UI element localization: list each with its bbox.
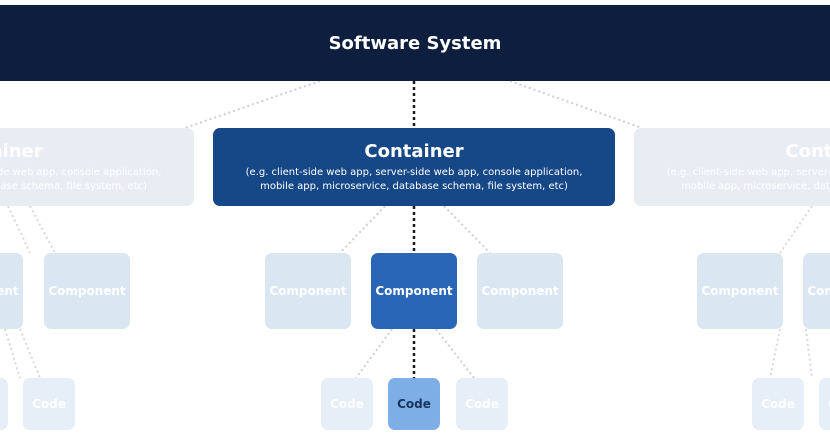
connector-lcomp-code1	[4, 328, 21, 379]
component-box-left-2[interactable]: Component	[44, 253, 130, 329]
container-box-right[interactable]: Container (e.g. client-side web app, ser…	[634, 128, 830, 206]
component-box-right-2[interactable]: Component	[803, 253, 830, 329]
code-label: Code	[397, 397, 431, 411]
connector-ccomp-code-left	[355, 328, 393, 379]
component-label: Component	[0, 284, 19, 298]
connector-rc-comp1	[779, 205, 813, 254]
software-system-box[interactable]: Software System	[0, 5, 830, 81]
code-box-center-active[interactable]: Code	[388, 378, 440, 430]
container-box-left[interactable]: Container (e.g. client-side web app, ser…	[0, 128, 194, 206]
code-label: Code	[330, 397, 364, 411]
component-label: Component	[701, 284, 779, 298]
component-label: Component	[269, 284, 347, 298]
component-box-center-left[interactable]: Component	[265, 253, 351, 329]
code-label: Code	[828, 397, 830, 411]
code-label: Code	[761, 397, 795, 411]
container-desc-left-1: (e.g. client-side web app, server-side w…	[0, 166, 162, 178]
component-box-center-right[interactable]: Component	[477, 253, 563, 329]
connector-cc-comp-right	[443, 205, 491, 254]
container-title-right: Container	[785, 140, 830, 162]
component-label: Component	[375, 284, 453, 298]
code-label: Code	[465, 397, 499, 411]
connector-lc-comp1	[7, 205, 31, 254]
connector-lcomp-code2	[19, 328, 41, 379]
container-desc-center-1: (e.g. client-side web app, server-side w…	[245, 166, 583, 178]
connector-rcomp-code2	[805, 328, 813, 379]
container-title-center: Container	[364, 140, 464, 162]
connector-ccomp-code-right	[435, 328, 475, 379]
code-box-center-left[interactable]: Code	[321, 378, 373, 430]
code-box-left-2[interactable]: Code	[23, 378, 75, 430]
software-system-title: Software System	[328, 32, 502, 54]
container-title-left: Container	[0, 140, 43, 162]
code-box-left-1[interactable]: Code	[0, 378, 8, 430]
container-desc-center-2: mobile app, microservice, database schem…	[260, 180, 568, 192]
connector-system-left	[184, 80, 321, 129]
connector-cc-comp-left	[339, 205, 386, 254]
connector-lc-comp2	[29, 205, 56, 254]
code-box-center-right[interactable]: Code	[456, 378, 508, 430]
component-label: Component	[807, 284, 830, 298]
connector-rcomp-code1	[769, 328, 781, 379]
code-box-right-1[interactable]: Code	[752, 378, 804, 430]
component-box-right-1[interactable]: Component	[697, 253, 783, 329]
container-box-center[interactable]: Container (e.g. client-side web app, ser…	[213, 128, 615, 206]
container-desc-right-2: mobile app, microservice, database schem…	[681, 180, 830, 192]
component-label: Component	[481, 284, 559, 298]
component-box-left-1[interactable]: Component	[0, 253, 23, 329]
connector-system-right	[509, 80, 643, 129]
code-label: Code	[32, 397, 66, 411]
code-box-right-2[interactable]: Code	[819, 378, 830, 430]
component-box-center-active[interactable]: Component	[371, 253, 457, 329]
container-desc-left-2: mobile app, microservice, database schem…	[0, 180, 147, 192]
container-desc-right-1: (e.g. client-side web app, server-side w…	[666, 166, 830, 178]
component-label: Component	[48, 284, 126, 298]
